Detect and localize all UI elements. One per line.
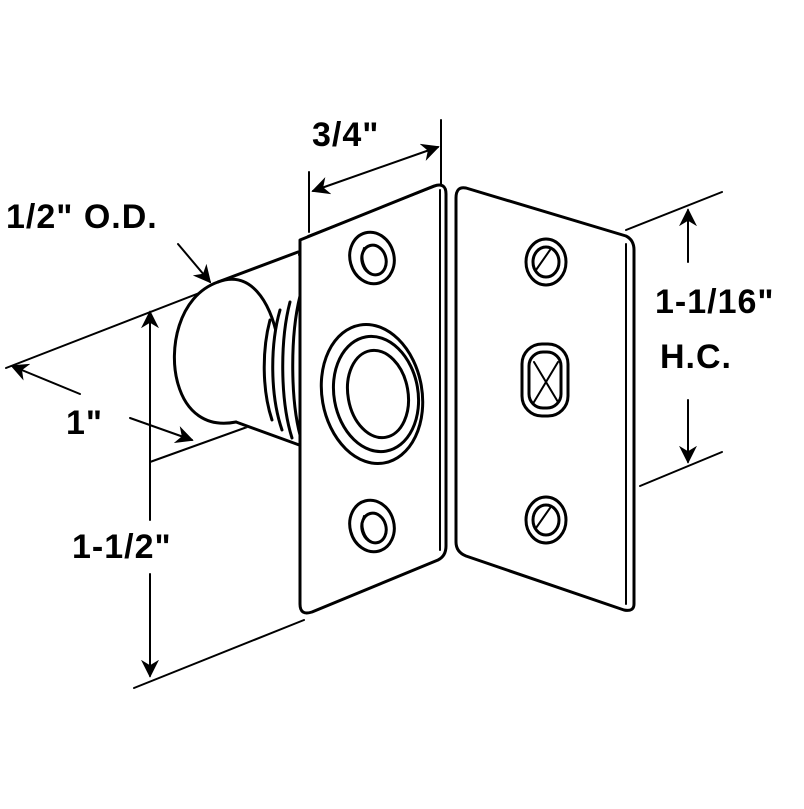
dimension-lines (5, 119, 723, 689)
height-dimension-label: 1-1/2" (72, 528, 172, 566)
hole-center-dimension-label: 1-1/16" (655, 283, 775, 321)
strike-plate (454, 186, 636, 612)
width-dimension-label: 3/4" (312, 116, 380, 154)
catch-plate (298, 183, 448, 615)
depth-dimension-label: 1" (66, 404, 104, 442)
hole-center-abbr-label: H.C. (660, 338, 732, 376)
diameter-dimension-label: 1/2" O.D. (6, 198, 158, 236)
catch-barrel (172, 250, 304, 448)
